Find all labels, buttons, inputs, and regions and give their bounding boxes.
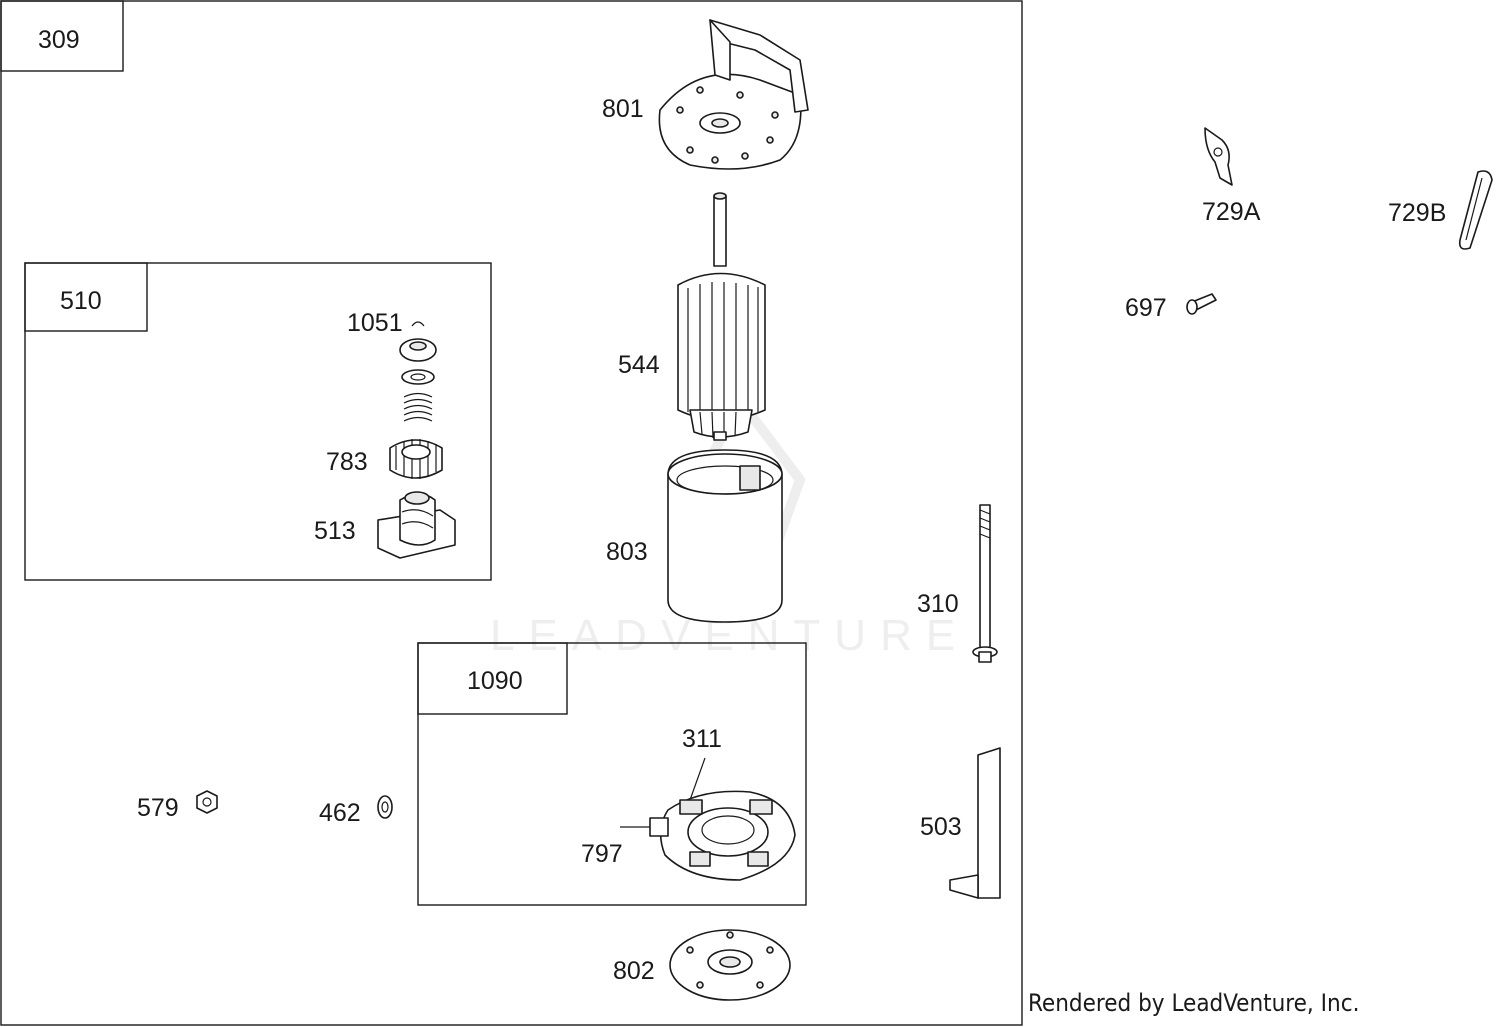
part-label-729a[interactable]: 729A [1202,198,1261,226]
assembly-label[interactable]: 309 [38,26,80,54]
assembly-label-box [0,0,124,72]
part-801-drawing [658,19,809,170]
subassembly-1090-label-box [417,642,568,715]
part-label-803[interactable]: 803 [606,538,648,566]
part-label-311[interactable]: 311 [682,725,722,753]
part-label-729b[interactable]: 729B [1388,199,1446,227]
subassembly-1090-frame [417,642,807,906]
subassembly-510-label[interactable]: 510 [60,287,102,315]
part-697-drawing [1186,293,1217,315]
part-label-801[interactable]: 801 [602,95,644,123]
part-label-503[interactable]: 503 [920,813,962,841]
part-729a-drawing [1204,127,1233,186]
part-544-drawing [677,192,766,441]
part-729b-drawing [1458,170,1493,250]
part-label-462[interactable]: 462 [319,799,361,827]
subassembly-510-label-box [24,262,148,332]
part-label-310[interactable]: 310 [917,590,959,618]
part-513-drawing [377,491,456,559]
part-503-drawing [949,747,1001,899]
part-label-513[interactable]: 513 [314,517,356,545]
part-label-697[interactable]: 697 [1125,294,1167,322]
part-label-802[interactable]: 802 [613,957,655,985]
subassembly-510-frame [24,262,492,581]
part-510-stack-drawing [389,338,443,479]
part-579-drawing [196,790,218,814]
render-credit: Rendered by LeadVenture, Inc. [1028,989,1359,1017]
assembly-frame [0,0,1023,1026]
part-1051-drawing [411,321,425,327]
part-label-544[interactable]: 544 [618,351,660,379]
part-label-783[interactable]: 783 [326,448,368,476]
part-label-579[interactable]: 579 [137,794,179,822]
part-462-drawing [377,795,393,819]
part-803-drawing [667,449,783,623]
part-label-1051[interactable]: 1051 [347,309,403,337]
part-310-drawing [972,504,998,663]
part-311-drawing [620,757,796,881]
part-label-797[interactable]: 797 [581,840,623,868]
part-802-drawing [669,929,791,1001]
subassembly-1090-label[interactable]: 1090 [467,667,523,695]
